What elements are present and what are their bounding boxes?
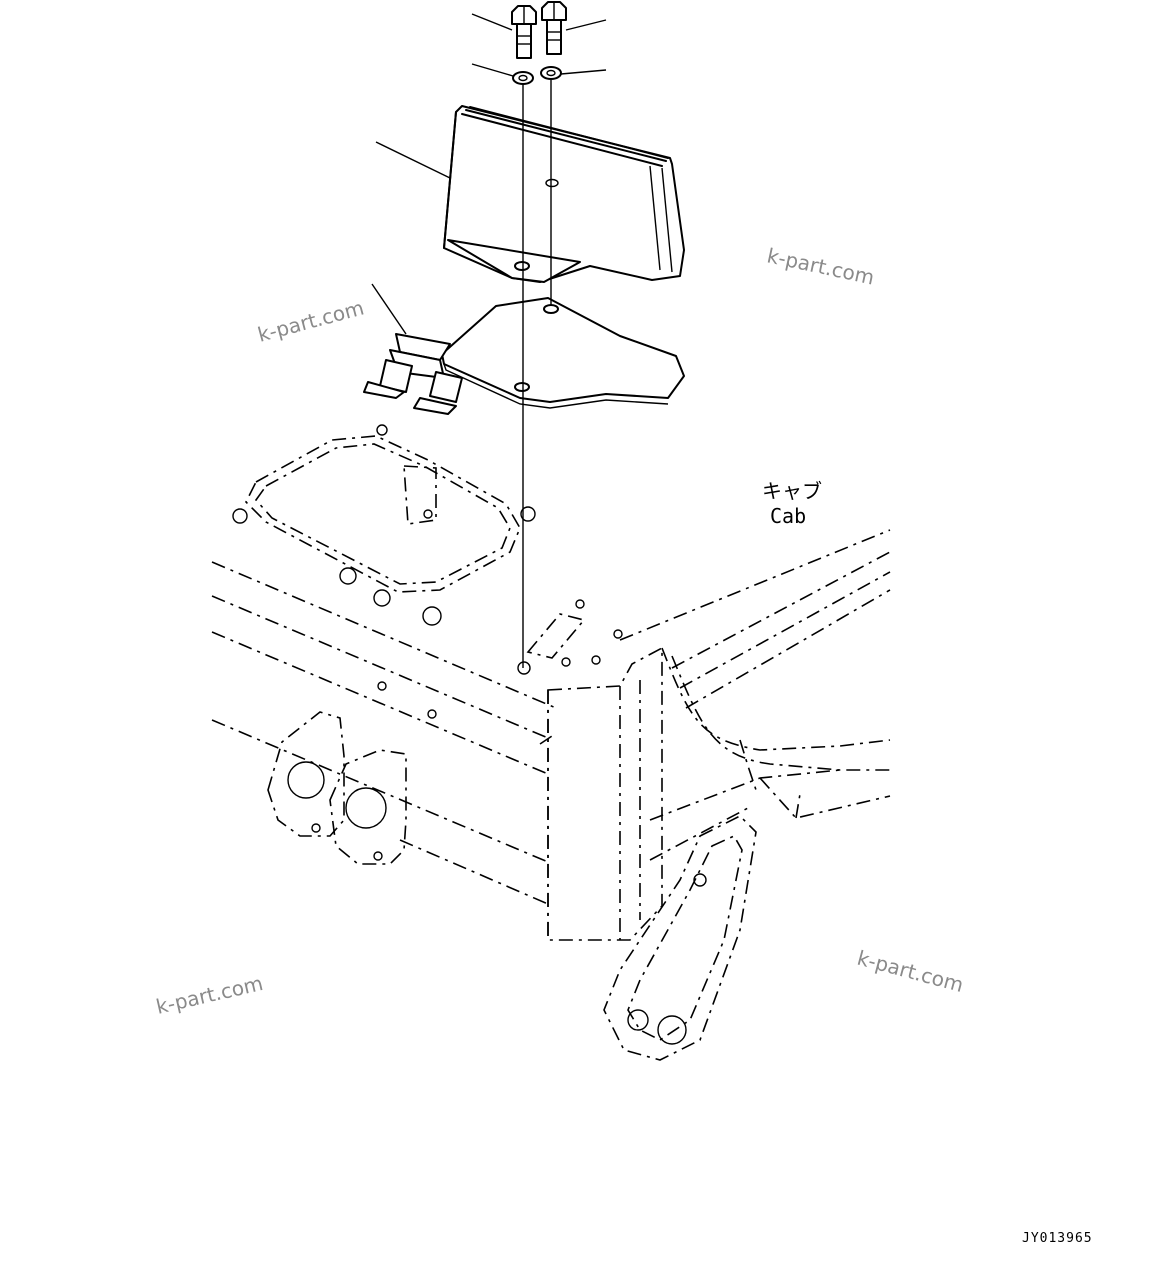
washer-left xyxy=(512,71,534,85)
cover-part xyxy=(443,105,685,283)
leader-washer-left xyxy=(471,63,514,77)
leader-harness xyxy=(371,283,407,335)
bolt-right xyxy=(541,1,567,55)
watermark-4: k-part.com xyxy=(154,971,265,1019)
frame-outline xyxy=(211,424,891,1061)
drawing-code: JY013965 xyxy=(1022,1231,1093,1246)
watermark-1: k-part.com xyxy=(765,243,877,289)
leader-washer-right xyxy=(560,69,607,75)
plate-part xyxy=(441,297,685,409)
cab-label-en: Cab xyxy=(770,504,806,528)
washer-right xyxy=(540,66,562,80)
bolt-left xyxy=(511,5,537,59)
watermark-2: k-part.com xyxy=(255,295,366,346)
cab-label-jp: キャブ xyxy=(762,479,822,503)
watermark-3: k-part.com xyxy=(855,946,966,997)
leader-bolt-right xyxy=(565,19,607,31)
leader-cover xyxy=(375,141,451,179)
harness-part xyxy=(363,333,463,415)
leader-bolt-left xyxy=(471,13,513,31)
